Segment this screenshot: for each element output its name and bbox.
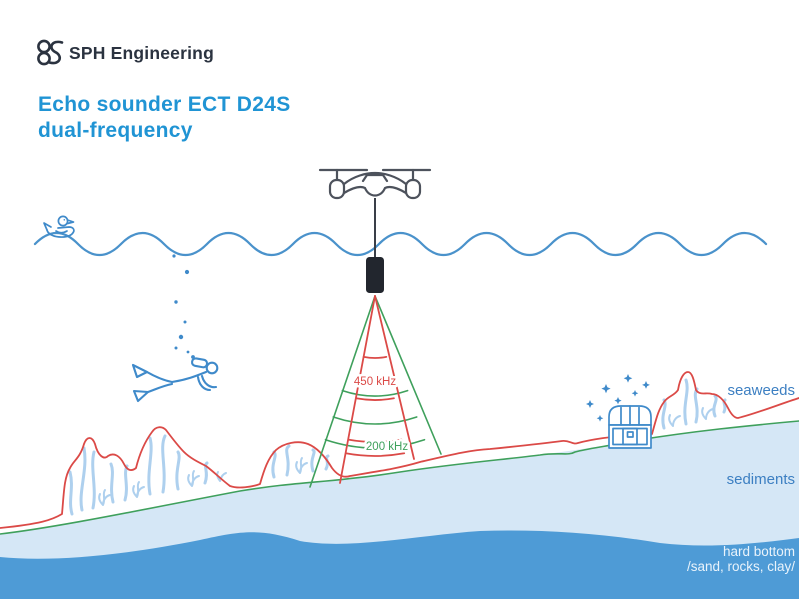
page-title-line2: dual-frequency: [38, 119, 193, 142]
treasure-chest-icon: [608, 405, 652, 449]
sparkles-icon: [586, 374, 650, 422]
seaweed-bushes-right: [668, 407, 714, 427]
seaweed-top-profile-line: [0, 371, 799, 529]
hard-bottom-layer: [0, 530, 799, 599]
water-wave-icon: [33, 231, 768, 257]
seaweed-reef-icon: [68, 434, 330, 516]
hard-bottom-label-line2: /sand, rocks, clay/: [687, 559, 795, 574]
sph-logo-icon: [37, 39, 64, 66]
high-frequency-label: 450 kHz: [354, 376, 396, 388]
seaweeds-label: seaweeds: [727, 382, 795, 399]
page-title-line1: Echo sounder ECT D24S: [38, 93, 291, 116]
echo-sounder-transducer-icon: [366, 257, 384, 293]
drone-icon: [318, 168, 432, 200]
sediments-label: sediments: [727, 471, 795, 488]
sonar-cone-200khz: [309, 295, 442, 488]
brand-name: SPH Engineering: [69, 43, 214, 63]
seaweed-bushes-left: [98, 457, 308, 506]
scuba-diver-icon: [131, 357, 219, 403]
duck-icon: [43, 215, 75, 238]
air-bubbles-icon: [172, 254, 195, 359]
sonar-cone-450khz: [339, 295, 415, 484]
hard-bottom-label-line1: hard bottom: [723, 544, 795, 559]
low-frequency-label: 200 kHz: [366, 441, 408, 453]
